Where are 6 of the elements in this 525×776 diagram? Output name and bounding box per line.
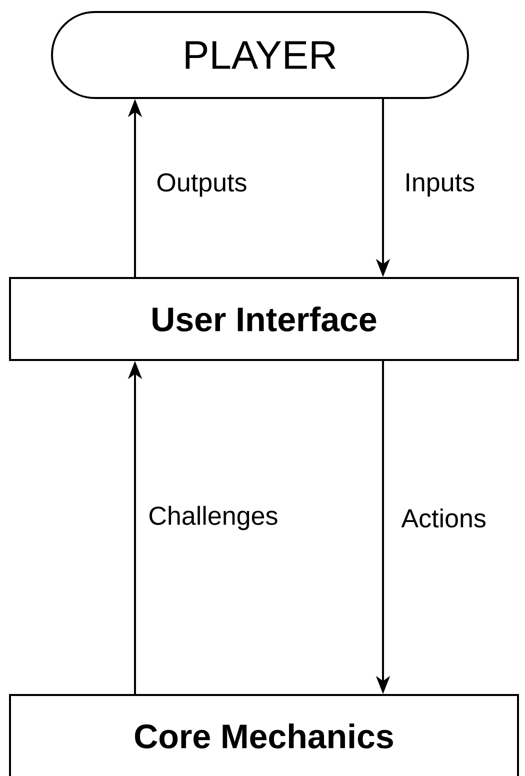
edge-label: Outputs: [157, 173, 246, 197]
process-box: User Interface: [9, 277, 519, 361]
edge-label: Inputs: [406, 173, 474, 197]
process-box: Core Mechanics: [9, 694, 519, 776]
edge-label: Actions: [401, 508, 486, 528]
edge-label: Challenges: [150, 506, 278, 530]
